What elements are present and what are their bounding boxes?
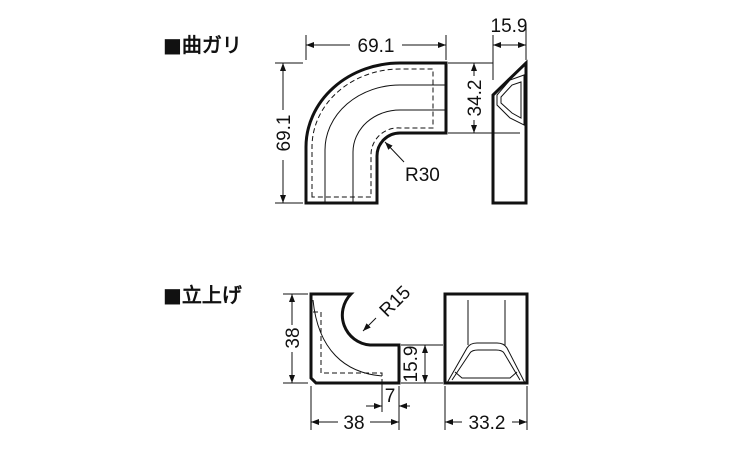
riser-title: ■立上げ xyxy=(163,283,243,307)
riser-step-dim: 15.9 xyxy=(401,346,422,383)
bend-height-dim: 69.1 xyxy=(274,115,295,152)
bend-title: ■曲ガリ xyxy=(163,33,242,57)
riser-height-dim: 38 xyxy=(283,327,304,348)
riser-front-width-dim: 33.2 xyxy=(469,413,506,434)
bend-width-dim: 69.1 xyxy=(358,36,395,57)
riser-width-dim: 38 xyxy=(343,413,364,434)
riser-offset-dim: 7 xyxy=(385,386,396,407)
bend-dimensions: 69.1 69.1 15.9 34.2 R30 xyxy=(274,16,528,204)
riser-radius-label: R15 xyxy=(376,282,415,321)
bend-radius-label: R30 xyxy=(405,165,440,186)
bend-top-view xyxy=(304,61,448,205)
bend-side-width-dim: 15.9 xyxy=(491,16,528,37)
riser-front-view xyxy=(443,292,529,385)
riser-side-view xyxy=(309,292,401,385)
bend-opening-dim: 34.2 xyxy=(465,80,486,117)
